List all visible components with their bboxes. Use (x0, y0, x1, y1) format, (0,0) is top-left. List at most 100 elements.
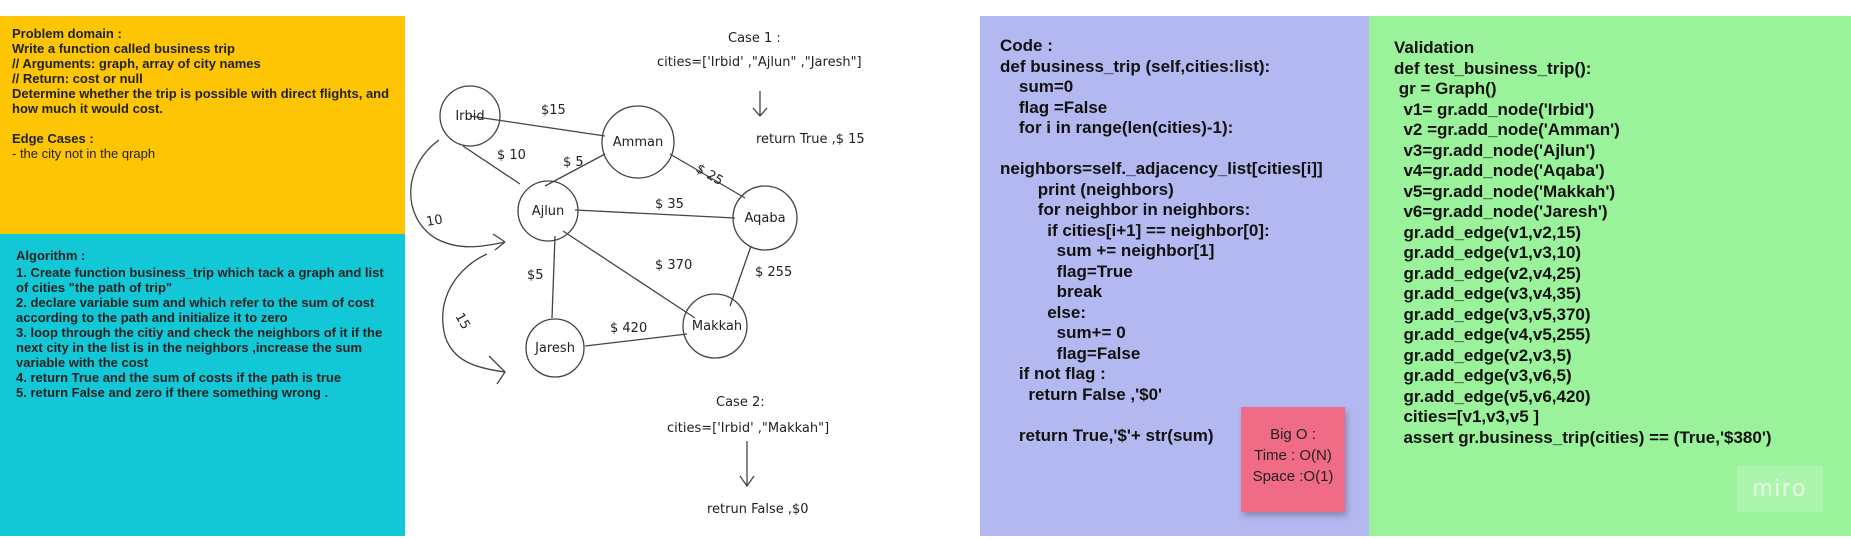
edge-label-irbid-amman: $15 (541, 103, 566, 118)
code-line: sum=0 (1000, 77, 1074, 96)
problem-line: // Arguments: graph, array of city names (12, 56, 261, 71)
side-annotation: 15 (452, 311, 473, 333)
code-line: print (neighbors) (1000, 179, 1174, 199)
node-jaresh (525, 318, 585, 378)
validation-line: Validation (1394, 38, 1475, 57)
validation-line: gr.add_edge(v4,v5,255) (1394, 325, 1591, 344)
algorithm-step: 3. loop through the citiy and check the … (16, 325, 386, 370)
node-label-irbid: Irbid (455, 109, 484, 124)
case2-title: Case 2: (716, 395, 765, 410)
big-o-time: Time : O(N) (1254, 447, 1332, 464)
code-line: if not flag : (1000, 364, 1106, 383)
algorithm-sticky[interactable]: Algorithm : 1. Create function business_… (0, 234, 405, 536)
edge-label-ajlun-jaresh: $5 (527, 268, 544, 283)
code-line (1000, 139, 1349, 160)
node-irbid (439, 85, 501, 147)
validation-line: v4=gr.add_node('Aqaba') (1394, 161, 1605, 180)
edge-irbid-ajlun (462, 145, 521, 185)
algorithm-title: Algorithm : (16, 248, 86, 263)
node-amman (601, 105, 675, 179)
big-o-title: Big O : (1270, 426, 1316, 443)
case2-return: retrun False ,$0 (707, 502, 809, 517)
edge-case-item: - the city not in the qraph (12, 146, 156, 161)
validation-line: gr.add_edge(v3,v5,370) (1394, 304, 1591, 324)
big-o-sticky[interactable]: Big O : Time : O(N) Space :O(1) (1241, 407, 1345, 512)
annotation-curve (410, 139, 506, 248)
code-line: return True,'$'+ str(sum) (1000, 425, 1214, 445)
edge-label-ajlun-makkah: $ 370 (655, 258, 692, 273)
validation-line: gr.add_edge(v3,v4,35) (1394, 284, 1582, 303)
node-label-makkah: Makkah (692, 319, 742, 334)
annotation-curve (442, 253, 506, 373)
node-label-jaresh: Jaresh (534, 341, 575, 356)
edge-ajlun-aqaba (574, 209, 736, 219)
problem-title: Problem domain : (12, 26, 122, 41)
node-label-ajlun: Ajlun (532, 204, 565, 219)
validation-line: gr.add_edge(v1,v3,10) (1394, 243, 1582, 262)
edge-amman-aqaba (669, 153, 746, 199)
code-line: for neighbor in neighbors: (1000, 200, 1251, 219)
problem-line: Determine whether the trip is possible w… (12, 86, 393, 116)
edge-aqaba-makkah (729, 245, 752, 307)
big-o-space: Space :O(1) (1252, 468, 1334, 485)
node-aqaba (732, 185, 798, 251)
algorithm-step: 4. return True and the sum of costs if t… (16, 370, 342, 385)
case1-return: return True ,$ 15 (756, 132, 865, 147)
code-line: break (1000, 282, 1103, 301)
edge-jaresh-makkah (584, 333, 688, 347)
node-makkah (682, 293, 748, 359)
case2-cities: cities=['Irbid' ,"Makkah"] (667, 421, 829, 436)
validation-line: gr = Graph() (1394, 79, 1497, 98)
validation-line: gr.add_edge(v5,v6,420) (1394, 386, 1591, 406)
validation-line: v2 =gr.add_node('Amman') (1394, 120, 1620, 139)
algorithm-step: 1. Create function business_trip which t… (16, 265, 388, 295)
problem-line: Write a function called business trip (12, 41, 235, 56)
edge-label-ajlun-aqaba: $ 35 (655, 197, 684, 212)
code-line: sum+= 0 (1000, 323, 1126, 342)
case1-arrow (752, 91, 768, 117)
code-line: neighbors=self._adjacency_list[cities[i]… (1000, 159, 1323, 178)
code-line: for i in range(len(cities)-1): (1000, 118, 1234, 137)
code-line: flag=True (1000, 261, 1133, 281)
edge-irbid-amman (469, 115, 606, 137)
problem-line: // Return: cost or null (12, 71, 143, 86)
validation-line: gr.add_edge(v2,v4,25) (1394, 263, 1582, 283)
problem-domain-sticky[interactable]: Problem domain : Write a function called… (0, 16, 405, 234)
case2-arrow (739, 441, 755, 488)
annotation-arrowhead (488, 355, 506, 385)
validation-line: v6=gr.add_node('Jaresh') (1394, 202, 1608, 221)
validation-line: v1= gr.add_node('Irbid') (1394, 99, 1595, 119)
edge-ajlun-makkah (562, 230, 696, 319)
edge-ajlun-jaresh (551, 235, 556, 319)
code-line: sum += neighbor[1] (1000, 241, 1215, 260)
edge-label-amman-aqaba: $ 25 (693, 161, 726, 188)
validation-sticky[interactable]: Validation def test_business_trip(): gr … (1369, 16, 1851, 536)
edge-label-amman-ajlun: $ 5 (563, 155, 584, 170)
graph-diagram[interactable]: Irbid Amman Ajlun Aqaba Makkah Jaresh $1… (405, 16, 965, 536)
code-line: Code : (1000, 36, 1053, 55)
code-line: else: (1000, 302, 1086, 322)
miro-logo: miro (1737, 466, 1823, 512)
validation-line: v3=gr.add_node('Ajlun') (1394, 140, 1596, 160)
validation-line: assert gr.business_trip(cities) == (True… (1394, 427, 1772, 447)
validation-line: v5=gr.add_node('Makkah') (1394, 181, 1616, 201)
code-line: flag=False (1000, 343, 1141, 363)
edge-label-irbid-ajlun: $ 10 (497, 148, 526, 163)
annotation-arrowhead (492, 233, 506, 251)
validation-line: def test_business_trip(): (1394, 58, 1592, 78)
code-line: flag =False (1000, 97, 1108, 117)
validation-line: gr.add_edge(v2,v3,5) (1394, 345, 1572, 365)
validation-line: gr.add_edge(v1,v2,15) (1394, 222, 1582, 242)
validation-line: gr.add_edge(v3,v6,5) (1394, 366, 1572, 385)
node-ajlun (517, 180, 579, 242)
validation-line: cities=[v1,v3,v5 ] (1394, 407, 1540, 426)
edge-label-aqaba-makkah: $ 255 (755, 265, 792, 280)
edge-label-jaresh-makkah: $ 420 (610, 321, 647, 336)
code-line: if cities[i+1] == neighbor[0]: (1000, 220, 1270, 240)
node-label-amman: Amman (613, 135, 663, 150)
case1-cities: cities=['Irbid' ,"Ajlun" ,"Jaresh"] (657, 55, 862, 70)
code-line: return False ,'$0' (1000, 384, 1163, 404)
node-label-aqaba: Aqaba (744, 211, 785, 226)
code-line: def business_trip (self,cities:list): (1000, 56, 1271, 76)
algorithm-step: 2. declare variable sum and which refer … (16, 295, 378, 325)
